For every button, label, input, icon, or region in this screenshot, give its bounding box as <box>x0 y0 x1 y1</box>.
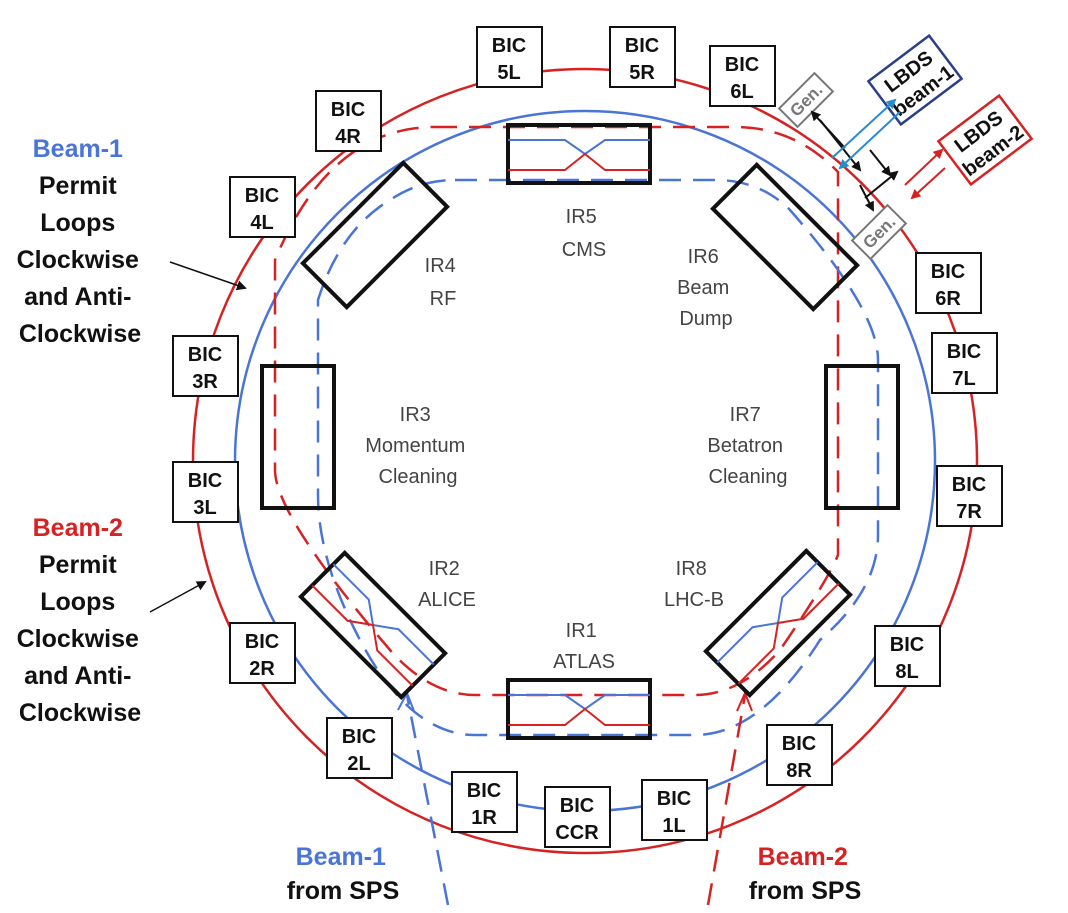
ir6-box <box>710 162 860 312</box>
gen-lower-to-lbds2-arrow <box>864 170 899 199</box>
lbds-beam2-box: LBDSbeam-2 <box>936 93 1034 187</box>
lbds2-link-a <box>904 148 944 186</box>
gen-box-lower: Gen. <box>850 203 908 261</box>
ir3-box <box>260 364 336 510</box>
gen-upper-from-ring-arrow <box>810 110 846 149</box>
beam2-injection-label: Beam-2 from SPS <box>749 843 862 905</box>
ir4-label: IR4 RF <box>425 255 462 310</box>
ir7-box <box>824 364 900 510</box>
ir5-label: IR5 CMS <box>562 206 606 261</box>
ir5-box <box>506 123 652 185</box>
ir1-box <box>506 678 652 740</box>
ir2-label: IR2 ALICE <box>418 558 476 611</box>
lbds1-link-b <box>838 111 901 170</box>
gen-box-upper: Gen. <box>777 71 835 129</box>
beam1-permit-label: Beam-1 Permit Loops Clockwise and Anti- … <box>17 135 144 348</box>
beam1-label-pointer <box>169 261 247 291</box>
beam1-injection-line <box>405 694 450 906</box>
ir6-label: IR6 Beam Dump <box>677 246 735 330</box>
ir8-label: IR8 LHC-B <box>664 558 724 611</box>
lbds2-link-b <box>910 167 946 200</box>
beam1-injection-label: Beam-1 from SPS <box>287 843 400 905</box>
ir1-label: IR1 ATLAS <box>553 620 615 673</box>
ir3-label: IR3 Momentum Cleaning <box>365 404 471 488</box>
beam2-permit-label: Beam-2 Permit Loops Clockwise and Anti- … <box>17 514 144 727</box>
ir4-box <box>300 160 450 310</box>
beam2-label-pointer <box>149 581 207 613</box>
beam2-injection-line <box>706 694 747 906</box>
lbds1-link-a <box>831 98 897 159</box>
ir2-box <box>298 550 448 700</box>
ir7-label: IR7 Betatron Cleaning <box>707 404 788 488</box>
ir8-box <box>703 548 853 698</box>
gen-lower-top-arrow <box>869 149 892 177</box>
